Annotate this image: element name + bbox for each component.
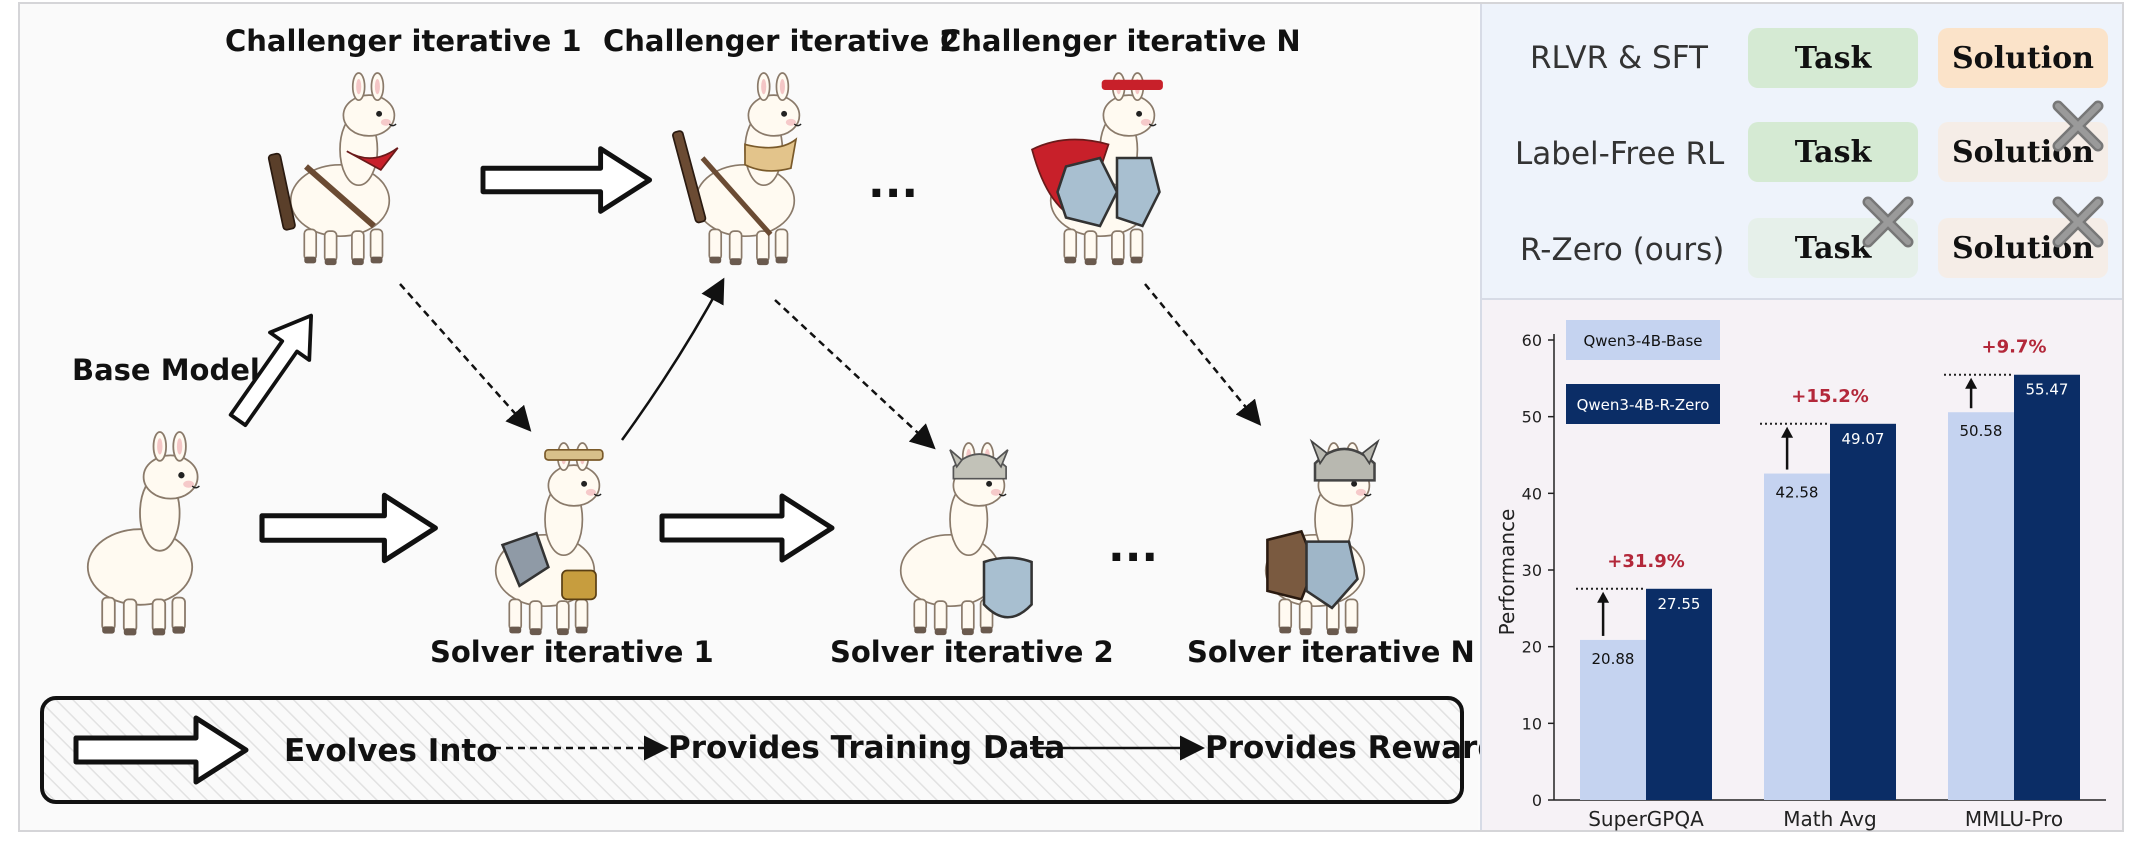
task-pill-rlvr: Task (1748, 28, 1918, 88)
challenger-1-label: Challenger iterative 1 (225, 24, 582, 58)
y-tick-label: 10 (1522, 714, 1542, 733)
bar-value-label: 20.88 (1592, 650, 1635, 668)
training-data-arrow-c2-to-s2 (774, 299, 936, 450)
bar-base (1764, 473, 1830, 800)
solver-1-label: Solver iterative 1 (430, 635, 714, 669)
challenger-1-alpaca-illustration (267, 72, 399, 266)
base-alpaca-illustration (86, 431, 201, 637)
legend-box (40, 696, 1464, 804)
legend-reward-label: Provides Reward (1205, 730, 1480, 766)
legend-label-base: Qwen3-4B-Base (1583, 332, 1702, 350)
challenger-2-label: Challenger iterative 2 (603, 24, 960, 58)
training-data-arrow-cn-to-sn (1144, 283, 1262, 426)
row-label-rlvr: RLVR & SFT (1530, 40, 1708, 76)
solver-n-alpaca-illustration (1264, 438, 1380, 636)
x-tick-label: SuperGPQA (1588, 807, 1704, 831)
bar-value-label: 50.58 (1960, 422, 2003, 440)
bar-value-label: 42.58 (1776, 484, 1819, 502)
challenger-ellipsis: ··· (868, 168, 918, 219)
legend-label-rzero: Qwen3-4B-R-Zero (1577, 396, 1710, 414)
y-tick-label: 50 (1522, 408, 1542, 427)
solver-2-alpaca-illustration (899, 442, 1033, 636)
y-tick-label: 20 (1522, 638, 1542, 657)
task-pill-labelfree: Task (1748, 122, 1918, 182)
x-tick-label: MMLU-Pro (1965, 807, 2063, 831)
bar-value-label: 55.47 (2026, 381, 2069, 399)
performance-bar-chart: 0 10 20 30 40 50 60 20.88 27.55 +31.9% SuperGPQA 4… (1495, 320, 2106, 831)
evolve-arrow-solver-1-to-2 (662, 496, 832, 560)
bar-rzero (2014, 374, 2080, 800)
evolve-arrow-base-to-solver-1 (262, 495, 435, 560)
solver-n-label: Solver iterative N (1187, 635, 1475, 669)
challenger-n-alpaca-illustration (1030, 72, 1163, 266)
bar-value-label: 49.07 (1842, 430, 1885, 448)
bar-base (1948, 412, 2014, 800)
x-tick-label: Math Avg (1783, 807, 1876, 831)
y-axis-label: Performance (1495, 509, 1519, 636)
legend-training-label: Provides Training Data (668, 730, 1065, 766)
legend-evolve-label: Evolves Into (284, 733, 498, 769)
solution-pill-rlvr: Solution (1938, 28, 2108, 88)
y-tick-label: 30 (1522, 561, 1542, 580)
bar-rzero (1646, 588, 1712, 800)
y-tick-label: 60 (1522, 331, 1542, 350)
row-label-rzero: R-Zero (ours) (1520, 232, 1725, 268)
reward-arrow-s1-to-c2 (620, 277, 725, 441)
solver-ellipsis: ··· (1108, 532, 1158, 583)
challenger-n-label: Challenger iterative N (940, 24, 1301, 58)
cross-icon (1862, 196, 1914, 248)
bar-base (1580, 639, 1646, 800)
gain-arrowhead (1781, 426, 1794, 438)
row-label-labelfree: Label-Free RL (1515, 136, 1725, 172)
gain-label: +9.7% (1981, 337, 2046, 358)
solver-2-label: Solver iterative 2 (830, 635, 1114, 669)
challenger-2-alpaca-illustration (672, 72, 802, 266)
cross-icon (2052, 196, 2104, 248)
y-tick-label: 40 (1522, 484, 1542, 503)
gain-label: +31.9% (1607, 551, 1685, 572)
legend-swatch-base (1566, 320, 1720, 360)
cross-icon (2052, 100, 2104, 152)
gain-arrowhead (1597, 591, 1610, 603)
y-tick-label: 0 (1532, 791, 1542, 810)
chart-legend: Qwen3-4B-Base Qwen3-4B-R-Zero (1566, 320, 1720, 424)
evolve-arrow-challenger-1-to-2 (483, 149, 650, 212)
training-data-arrow-c1-to-s1 (399, 283, 532, 432)
bar-rzero (1830, 423, 1896, 800)
bar-value-label: 27.55 (1658, 595, 1701, 613)
pipeline-diagram: Challenger iterative 1 Challenger iterat… (40, 24, 1480, 804)
legend-swatch-rzero (1566, 384, 1720, 424)
base-model-label: Base Model (72, 353, 260, 387)
gain-label: +15.2% (1791, 386, 1869, 407)
solver-1-alpaca-illustration (494, 442, 604, 636)
gain-arrowhead (1965, 377, 1978, 389)
